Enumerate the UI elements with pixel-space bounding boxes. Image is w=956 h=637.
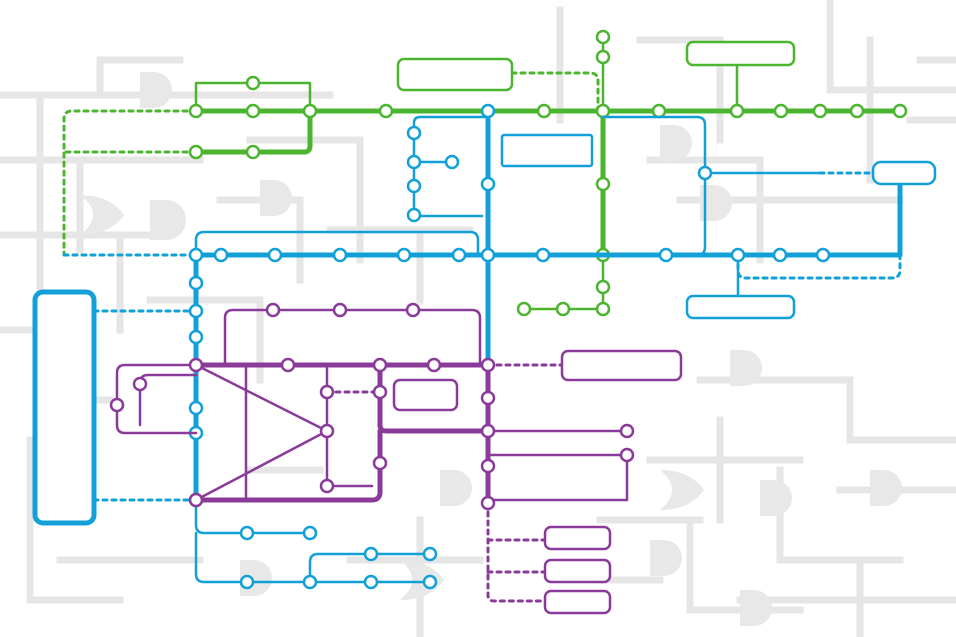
green-label-box-top (396, 57, 514, 92)
blue-south-upper (308, 552, 432, 584)
green-dashed-west-upper (62, 109, 198, 256)
green-stations (188, 29, 908, 317)
blue-label-box-east (871, 160, 937, 186)
blue-south-loop (194, 531, 432, 584)
purple-south-curve (193, 428, 383, 503)
blue-south-branch (194, 498, 312, 535)
blue-upper-arc (194, 230, 480, 257)
purple-triangle (194, 363, 329, 502)
blue-terminal-box (32, 289, 97, 526)
purple-label-box-inner (392, 378, 459, 412)
green-dashed-top-box (510, 71, 600, 113)
purple-west-inner (138, 373, 198, 427)
blue-label-box-southeast (685, 294, 796, 320)
blue-east-loop (601, 115, 707, 257)
purple-east-branch-2 (486, 453, 629, 502)
purple-label-box-east (560, 349, 683, 382)
green-label-box-right (685, 40, 796, 67)
purple-label-box-south-1 (543, 525, 612, 551)
purple-line (109, 302, 683, 615)
blue-line (32, 103, 937, 590)
blue-label-box-center (500, 133, 594, 168)
purple-label-box-south-3 (543, 589, 612, 615)
purple-upper-loop (223, 308, 482, 367)
green-line (62, 29, 908, 317)
green-branch-down (193, 108, 313, 155)
purple-stations (109, 302, 635, 511)
purple-label-box-south-2 (543, 558, 612, 584)
blue-stations (188, 103, 831, 590)
purple-dashed-south (486, 501, 547, 603)
